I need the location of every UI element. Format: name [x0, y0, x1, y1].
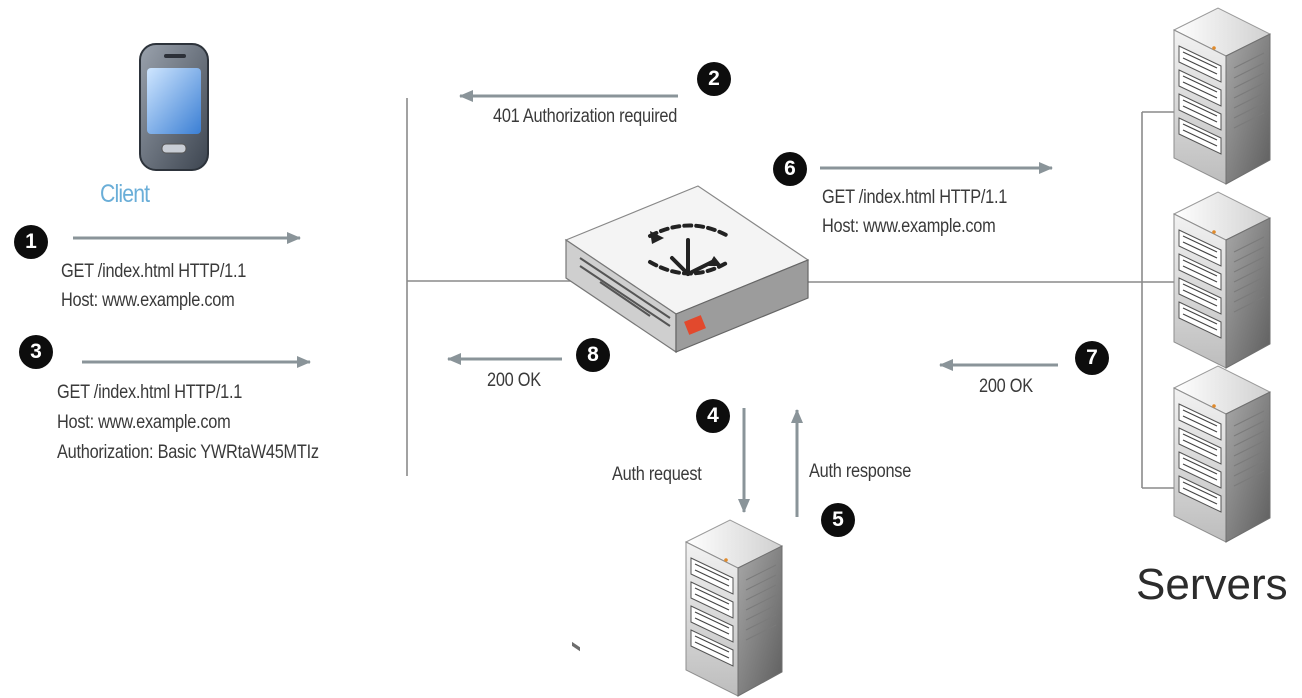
- step-3-host-line: Host: www.example.com: [57, 412, 231, 433]
- step-badge-3: 3: [19, 335, 53, 369]
- step-6-host-line: Host: www.example.com: [822, 216, 996, 237]
- servers-label: Servers: [1136, 560, 1288, 609]
- server-icon: [1173, 191, 1271, 369]
- step-badge-1: 1: [14, 225, 48, 259]
- phone-icon: [139, 43, 209, 171]
- step-1-request-line: GET /index.html HTTP/1.1: [61, 261, 247, 282]
- step-2-label: 401 Authorization required: [493, 106, 678, 127]
- server-icon: [1173, 7, 1271, 185]
- step-1-host-line: Host: www.example.com: [61, 290, 235, 311]
- server-icon: [1173, 365, 1271, 543]
- server-icon: [685, 519, 783, 697]
- step-5-label: Auth response: [809, 461, 912, 482]
- client-label: Client: [100, 180, 150, 208]
- step-badge-6: 6: [773, 152, 807, 186]
- step-badge-7: 7: [1075, 341, 1109, 375]
- step-badge-2: 2: [697, 62, 731, 96]
- step-badge-5: 5: [821, 503, 855, 537]
- connection-lines: [406, 98, 1178, 489]
- step-3-request-line: GET /index.html HTTP/1.1: [57, 382, 243, 403]
- step-badge-4: 4: [696, 399, 730, 433]
- step-4-label: Auth request: [612, 464, 702, 485]
- step-8-label: 200 OK: [487, 370, 541, 391]
- switch-icon: [564, 185, 810, 652]
- step-3-auth-line: Authorization: Basic YWRtaW45MTIz: [57, 442, 319, 463]
- step-7-label: 200 OK: [979, 376, 1033, 397]
- step-6-request-line: GET /index.html HTTP/1.1: [822, 187, 1008, 208]
- step-badge-8: 8: [576, 338, 610, 372]
